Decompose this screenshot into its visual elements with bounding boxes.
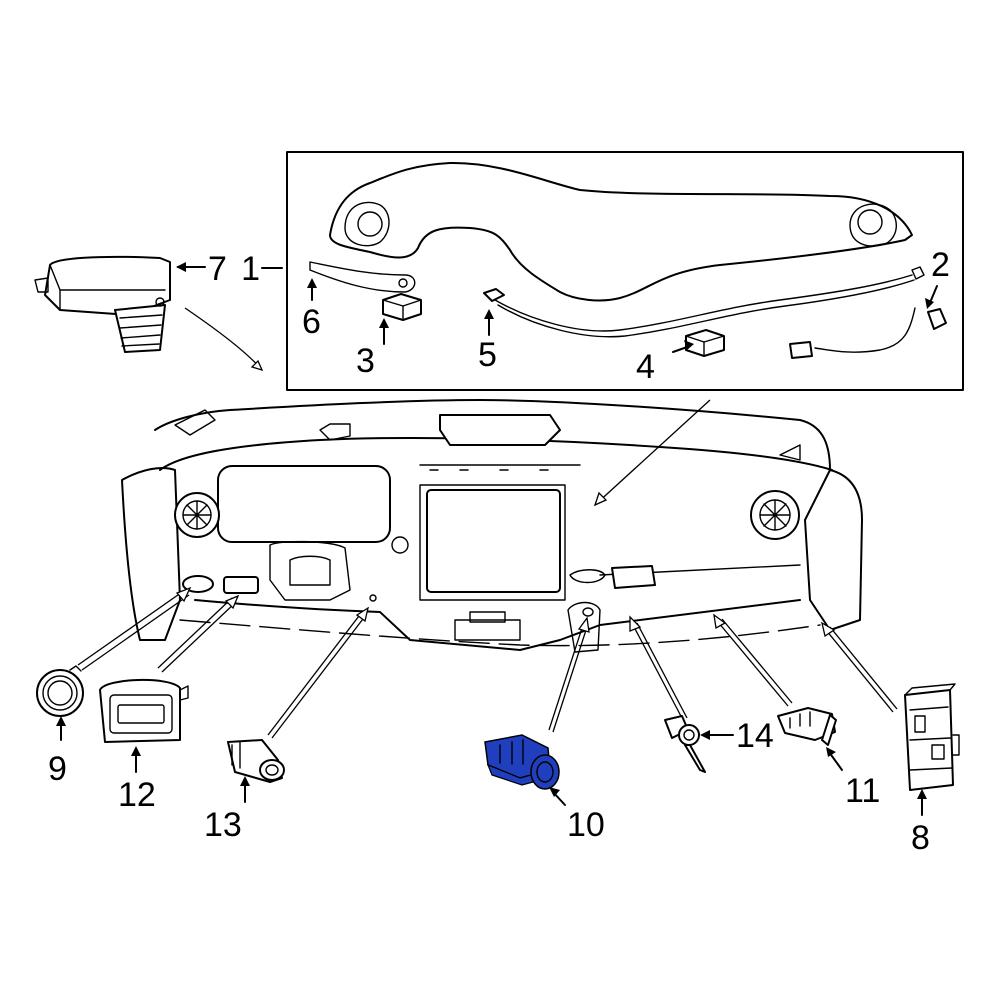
callout-6: 6	[302, 303, 321, 341]
part-6-hole	[398, 278, 408, 288]
callout-13: 13	[204, 806, 242, 844]
callout-9: 9	[48, 750, 67, 788]
part-2-connector-a	[927, 308, 947, 330]
right-knee-module	[611, 565, 656, 589]
wiring-harness-panel	[329, 161, 913, 302]
callout-5: 5	[478, 336, 497, 374]
callout-3: 3	[356, 342, 375, 380]
callout-2: 2	[931, 246, 950, 284]
part-14-sensor	[664, 715, 706, 773]
cluster-screen	[217, 465, 391, 543]
part-8-module	[904, 683, 960, 791]
part-10-switch-highlighted	[484, 734, 560, 790]
inset-frame	[286, 151, 964, 391]
part-6-bracket	[309, 261, 416, 293]
callout-8: 8	[911, 819, 930, 857]
leader-arrows	[77, 307, 898, 739]
callout-1: 1	[241, 250, 260, 288]
callout-7: 7	[208, 250, 227, 288]
part-4-clip	[685, 329, 725, 357]
part-5-clip	[483, 288, 505, 302]
harness-trunk	[494, 274, 913, 332]
instrument-panel	[121, 399, 863, 653]
right-speaker-ring	[857, 209, 883, 235]
part-12-switch	[99, 679, 189, 743]
callout-12: 12	[118, 776, 156, 814]
part-11-clip	[777, 707, 837, 746]
dash-switch-location	[223, 576, 259, 594]
part-13-sensor	[227, 739, 285, 783]
left-speaker-mount	[344, 201, 390, 247]
right-speaker-mount	[849, 203, 897, 247]
callout-10: 10	[567, 806, 605, 844]
center-screen	[426, 489, 561, 593]
inset-box	[286, 151, 964, 391]
callout-14: 14	[736, 717, 774, 755]
callout-arrows	[56, 262, 938, 816]
part-9-start-button	[36, 665, 84, 717]
harness-trunk-lower	[497, 279, 915, 338]
part-2-lead	[814, 307, 916, 353]
harness-end-connector	[911, 266, 925, 280]
part-2-connector-b	[789, 341, 813, 359]
callout-labels: 7 1 2 6 3 5 4 9 12 13 10 14 11 8	[48, 246, 950, 857]
callout-11: 11	[845, 772, 880, 810]
part-7-module	[34, 255, 171, 353]
part-3-clip	[382, 293, 422, 321]
left-speaker-ring	[357, 211, 383, 237]
callout-4: 4	[636, 348, 655, 386]
